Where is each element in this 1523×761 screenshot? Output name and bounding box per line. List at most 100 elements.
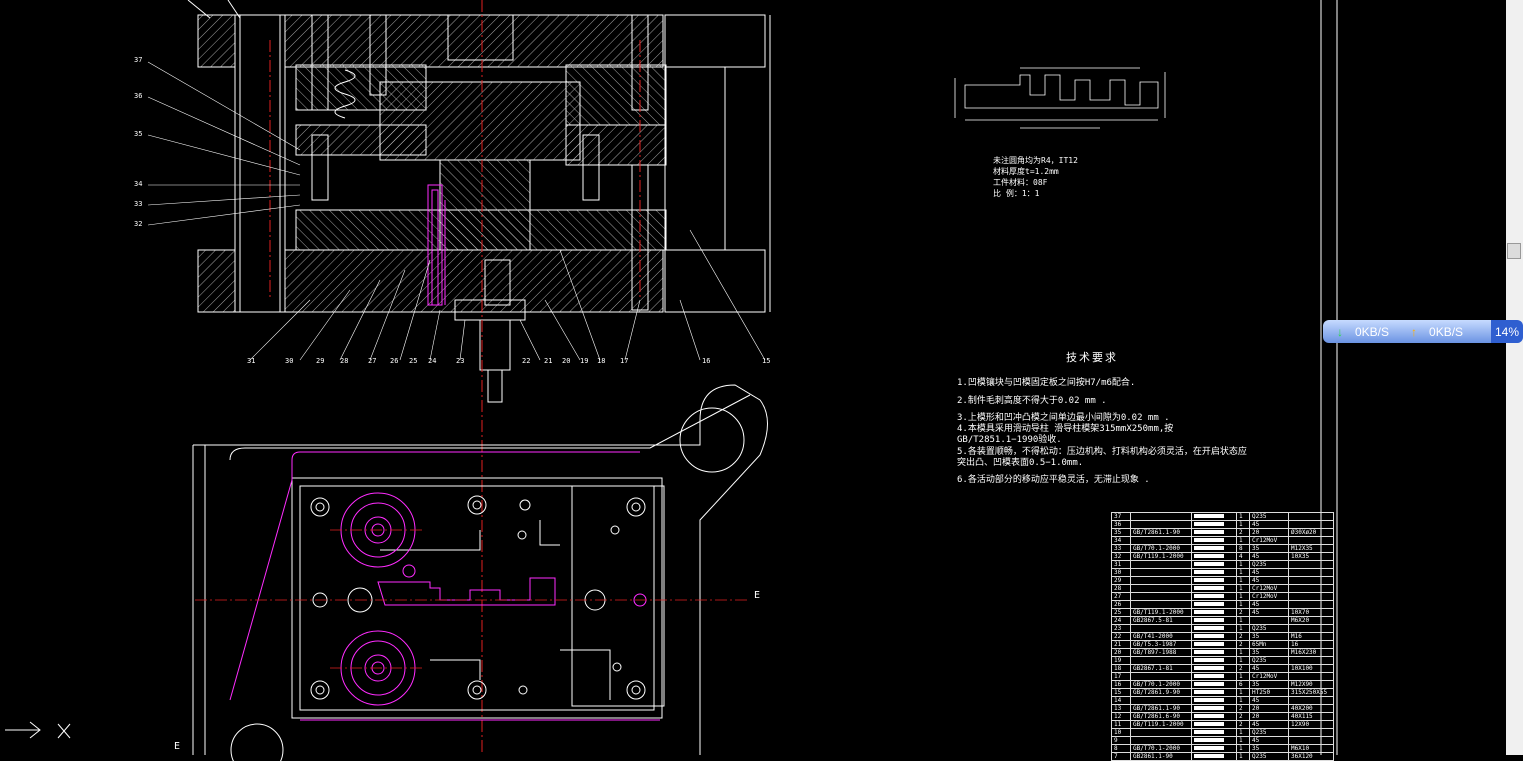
redacted-name xyxy=(1194,714,1224,718)
redacted-name xyxy=(1194,690,1224,694)
bom-cell: Q235 xyxy=(1249,752,1289,761)
bom-cell xyxy=(1130,656,1192,665)
requirement-item: 2.制件毛刺高度不得大于0.02 mm . xyxy=(957,396,1107,406)
bom-cell: 65Mn xyxy=(1249,640,1289,649)
redacted-name xyxy=(1194,642,1224,646)
bom-cell xyxy=(1191,720,1237,729)
bom-cell: 18 xyxy=(1111,664,1131,673)
bom-cell: 1 xyxy=(1236,672,1250,681)
bom-cell: 10 xyxy=(1111,728,1131,737)
bom-cell: GB/T41-2000 xyxy=(1130,632,1192,641)
bom-cell xyxy=(1130,560,1192,569)
bom-cell xyxy=(1130,584,1192,593)
bom-cell xyxy=(1191,704,1237,713)
bom-cell: 37 xyxy=(1111,512,1131,521)
bom-cell: 35 xyxy=(1249,744,1289,753)
redacted-name xyxy=(1194,610,1224,614)
bom-cell xyxy=(1130,536,1192,545)
bom-cell: 32 xyxy=(1111,552,1131,561)
bom-cell: GB/T2861.6-90 xyxy=(1130,712,1192,721)
bom-cell: Cr12MoV xyxy=(1249,672,1289,681)
requirement-item: 1.凹模镶块与凹模固定板之间按H7/m6配合. xyxy=(957,378,1136,388)
bom-cell: Q235 xyxy=(1249,624,1289,633)
requirement-item: 4.本模具采用滑动导柱 滑导柱模架315mmX250mm,按 xyxy=(957,424,1174,434)
redacted-name xyxy=(1194,594,1224,598)
bom-cell: 1 xyxy=(1236,656,1250,665)
callout: 36 xyxy=(134,92,143,100)
bom-cell xyxy=(1191,752,1237,761)
bom-cell xyxy=(1191,744,1237,753)
callout: 15 xyxy=(762,357,771,365)
note-line: 比 例：1：1 xyxy=(993,189,1040,198)
section-centerline xyxy=(269,0,641,755)
bom-cell xyxy=(1191,656,1237,665)
vertical-scrollbar[interactable] xyxy=(1506,0,1523,755)
download-arrow-icon: ↓ xyxy=(1337,324,1343,339)
section-mark-left: E xyxy=(174,741,181,752)
callout: 35 xyxy=(134,130,143,138)
redacted-name xyxy=(1194,602,1224,606)
redacted-name xyxy=(1194,626,1224,630)
callout: 17 xyxy=(620,357,629,365)
bom-cell: 1 xyxy=(1236,576,1250,585)
bom-cell: 16 xyxy=(1111,680,1131,689)
callout: 32 xyxy=(134,220,143,228)
bom-cell: 36X120 xyxy=(1288,752,1334,761)
bom-cell: 1 xyxy=(1236,744,1250,753)
section-magenta-parts xyxy=(427,184,446,306)
bom-cell xyxy=(1130,624,1192,633)
bom-cell: 2 xyxy=(1236,720,1250,729)
bom-cell: HT250 xyxy=(1249,688,1289,697)
bom-cell: GB2867.1-81 xyxy=(1130,664,1192,673)
bom-cell xyxy=(1130,592,1192,601)
redacted-name xyxy=(1194,554,1224,558)
requirement-item: GB/T2851.1−1990验收. xyxy=(957,435,1062,445)
bom-cell xyxy=(1191,736,1237,745)
bom-cell: 8 xyxy=(1111,744,1131,753)
redacted-name xyxy=(1194,682,1224,686)
bom-cell: 6 xyxy=(1236,680,1250,689)
redacted-name xyxy=(1194,730,1224,734)
bom-cell: 45 xyxy=(1249,664,1289,673)
bom-cell: 1 xyxy=(1236,600,1250,609)
section-view xyxy=(187,0,771,403)
network-speed-monitor[interactable]: ↓ 0KB/S ↑ 0KB/S 14% xyxy=(1323,320,1523,343)
callout: 31 xyxy=(247,357,256,365)
bom-cell: 1 xyxy=(1236,736,1250,745)
bom-cell: 2 xyxy=(1236,528,1250,537)
bom-cell xyxy=(1191,616,1237,625)
leader-lines xyxy=(147,61,766,361)
redacted-name xyxy=(1194,738,1224,742)
redacted-name xyxy=(1194,658,1224,662)
requirement-item: 5.各装置顺畅，不得松动：压边机构、打料机构必须灵活，在开启状态应 xyxy=(957,447,1247,457)
bom-cell: 20 xyxy=(1249,528,1289,537)
bom-cell: Cr12MoV xyxy=(1249,536,1289,545)
bom-cell: 29 xyxy=(1111,576,1131,585)
bom-cell: 31 xyxy=(1111,560,1131,569)
bom-cell: 2 xyxy=(1236,640,1250,649)
bom-cell: 24 xyxy=(1111,616,1131,625)
bom-cell xyxy=(1191,696,1237,705)
scrollbar-thumb[interactable] xyxy=(1507,243,1521,259)
bom-cell: 2 xyxy=(1236,712,1250,721)
bom-cell: 33 xyxy=(1111,544,1131,553)
callout: 26 xyxy=(390,357,399,365)
bom-cell xyxy=(1191,568,1237,577)
cpu-percent: 14% xyxy=(1490,320,1523,343)
callout: 29 xyxy=(316,357,325,365)
bom-cell: 1 xyxy=(1236,560,1250,569)
bom-cell xyxy=(1191,680,1237,689)
